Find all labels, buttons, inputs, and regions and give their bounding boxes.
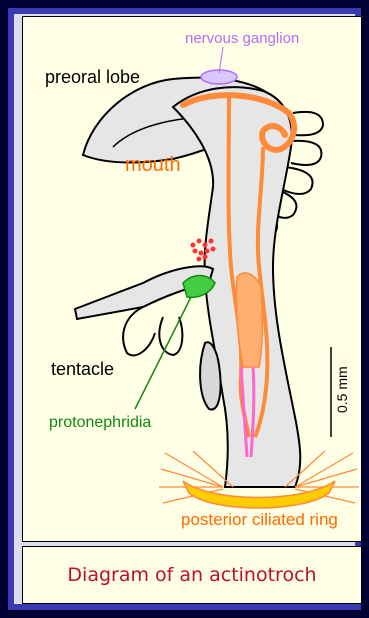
tentacle-loop bbox=[291, 141, 321, 165]
dot bbox=[205, 249, 210, 254]
label-protonephridia: protonephridia bbox=[49, 414, 151, 431]
caption-text: Diagram of an actinotroch bbox=[67, 564, 316, 586]
cilium bbox=[295, 469, 357, 487]
caption-box: Diagram of an actinotroch bbox=[22, 546, 362, 604]
dot bbox=[209, 239, 214, 244]
diagram-panel: nervous ganglion preoral lobe mouth tent… bbox=[22, 16, 362, 542]
dot bbox=[193, 249, 198, 254]
tentacle-loop-left bbox=[123, 307, 155, 355]
dot bbox=[191, 243, 196, 248]
label-nervous-ganglion: nervous ganglion bbox=[185, 30, 299, 47]
gut-lower bbox=[236, 273, 262, 367]
dot bbox=[211, 247, 216, 252]
cilium bbox=[161, 469, 223, 487]
label-preoral-lobe: preoral lobe bbox=[45, 67, 140, 87]
actinotroch-diagram: nervous ganglion preoral lobe mouth tent… bbox=[23, 17, 363, 543]
dot bbox=[203, 255, 208, 260]
dot bbox=[197, 239, 202, 244]
label-mouth: mouth bbox=[125, 154, 181, 176]
dot bbox=[197, 257, 202, 262]
label-posterior-ciliated-ring: posterior ciliated ring bbox=[181, 510, 338, 529]
label-scale: 0.5 mm bbox=[334, 366, 350, 413]
tentacle-loop bbox=[293, 112, 323, 135]
ganglion-pointer bbox=[219, 47, 223, 73]
label-tentacle: tentacle bbox=[51, 359, 114, 379]
dot bbox=[199, 251, 204, 256]
dot bbox=[203, 243, 208, 248]
